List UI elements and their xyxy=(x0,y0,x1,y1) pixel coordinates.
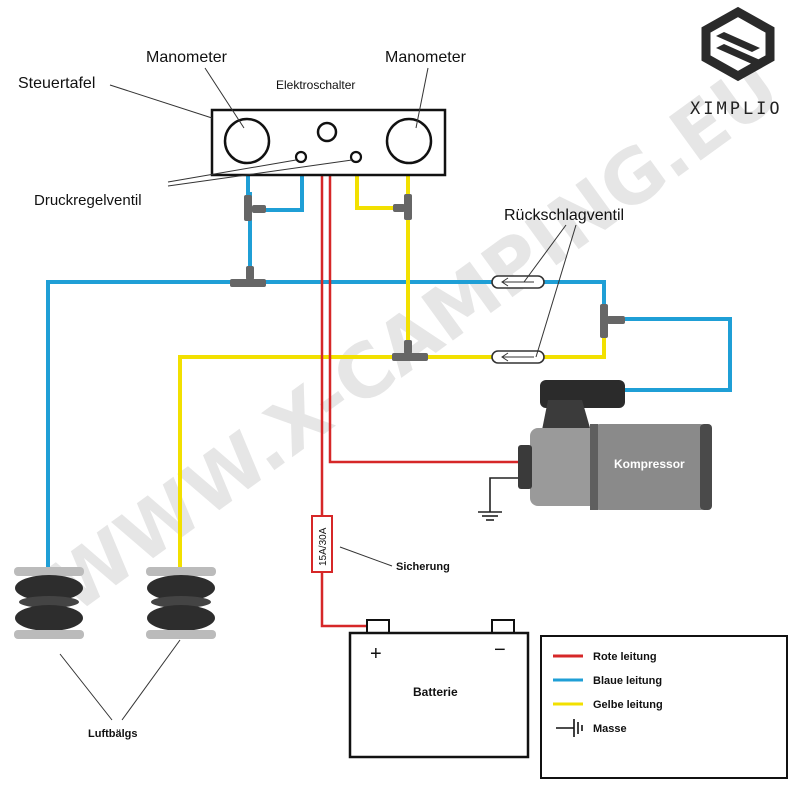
air-bags-label: Luftbälgs xyxy=(88,728,138,740)
ground-symbol-icon xyxy=(556,719,583,737)
battery xyxy=(348,619,530,759)
electric-switch xyxy=(316,121,338,143)
fuse xyxy=(311,515,333,573)
fuse-rating: 15A/30A xyxy=(318,527,329,566)
gauge-right-label: Manometer xyxy=(385,49,467,66)
ground-symbol-icon xyxy=(478,511,502,521)
gauge-left-label: Manometer xyxy=(146,49,228,66)
pressure-valve-knob xyxy=(349,150,363,164)
check-valve-label: Rückschlagventil xyxy=(504,207,624,224)
battery-minus: − xyxy=(494,639,506,661)
legend-label: Masse xyxy=(593,723,627,735)
check-valve xyxy=(491,350,545,364)
t-fitting xyxy=(244,195,266,221)
brand-name: XIMPLIO xyxy=(690,99,783,119)
legend-box xyxy=(540,635,788,779)
air-bag-left xyxy=(14,567,84,639)
battery-plus: + xyxy=(370,643,382,665)
ground-wire xyxy=(489,477,520,512)
red-line xyxy=(320,132,520,628)
brand-logo xyxy=(701,6,775,82)
check-valve xyxy=(491,275,545,289)
battery-label: Batterie xyxy=(413,685,458,699)
gauge-left xyxy=(223,117,271,165)
t-fitting xyxy=(393,194,412,220)
t-fitting xyxy=(392,340,428,361)
legend-label: Gelbe leitung xyxy=(593,699,663,711)
logo-fold-icon xyxy=(716,44,760,64)
compressor-label: Kompressor xyxy=(614,457,685,471)
legend-label: Rote leitung xyxy=(593,651,657,663)
pressure-valve-knob xyxy=(294,150,308,164)
blue-line xyxy=(46,142,732,610)
compressor xyxy=(518,380,712,510)
electric-switch-label: Elektroschalter xyxy=(276,78,355,92)
pressure-valve-label: Druckregelventil xyxy=(34,192,142,209)
fuse-label: Sicherung xyxy=(396,561,450,573)
legend-label: Blaue leitung xyxy=(593,675,662,687)
t-fitting xyxy=(600,304,625,338)
gauge-right xyxy=(385,117,433,165)
logo-fold-icon xyxy=(716,32,760,52)
air-bag-right xyxy=(146,567,216,639)
control-panel-label: Steuertafel xyxy=(18,75,95,92)
leader-line xyxy=(59,67,577,721)
t-fitting xyxy=(230,266,266,287)
